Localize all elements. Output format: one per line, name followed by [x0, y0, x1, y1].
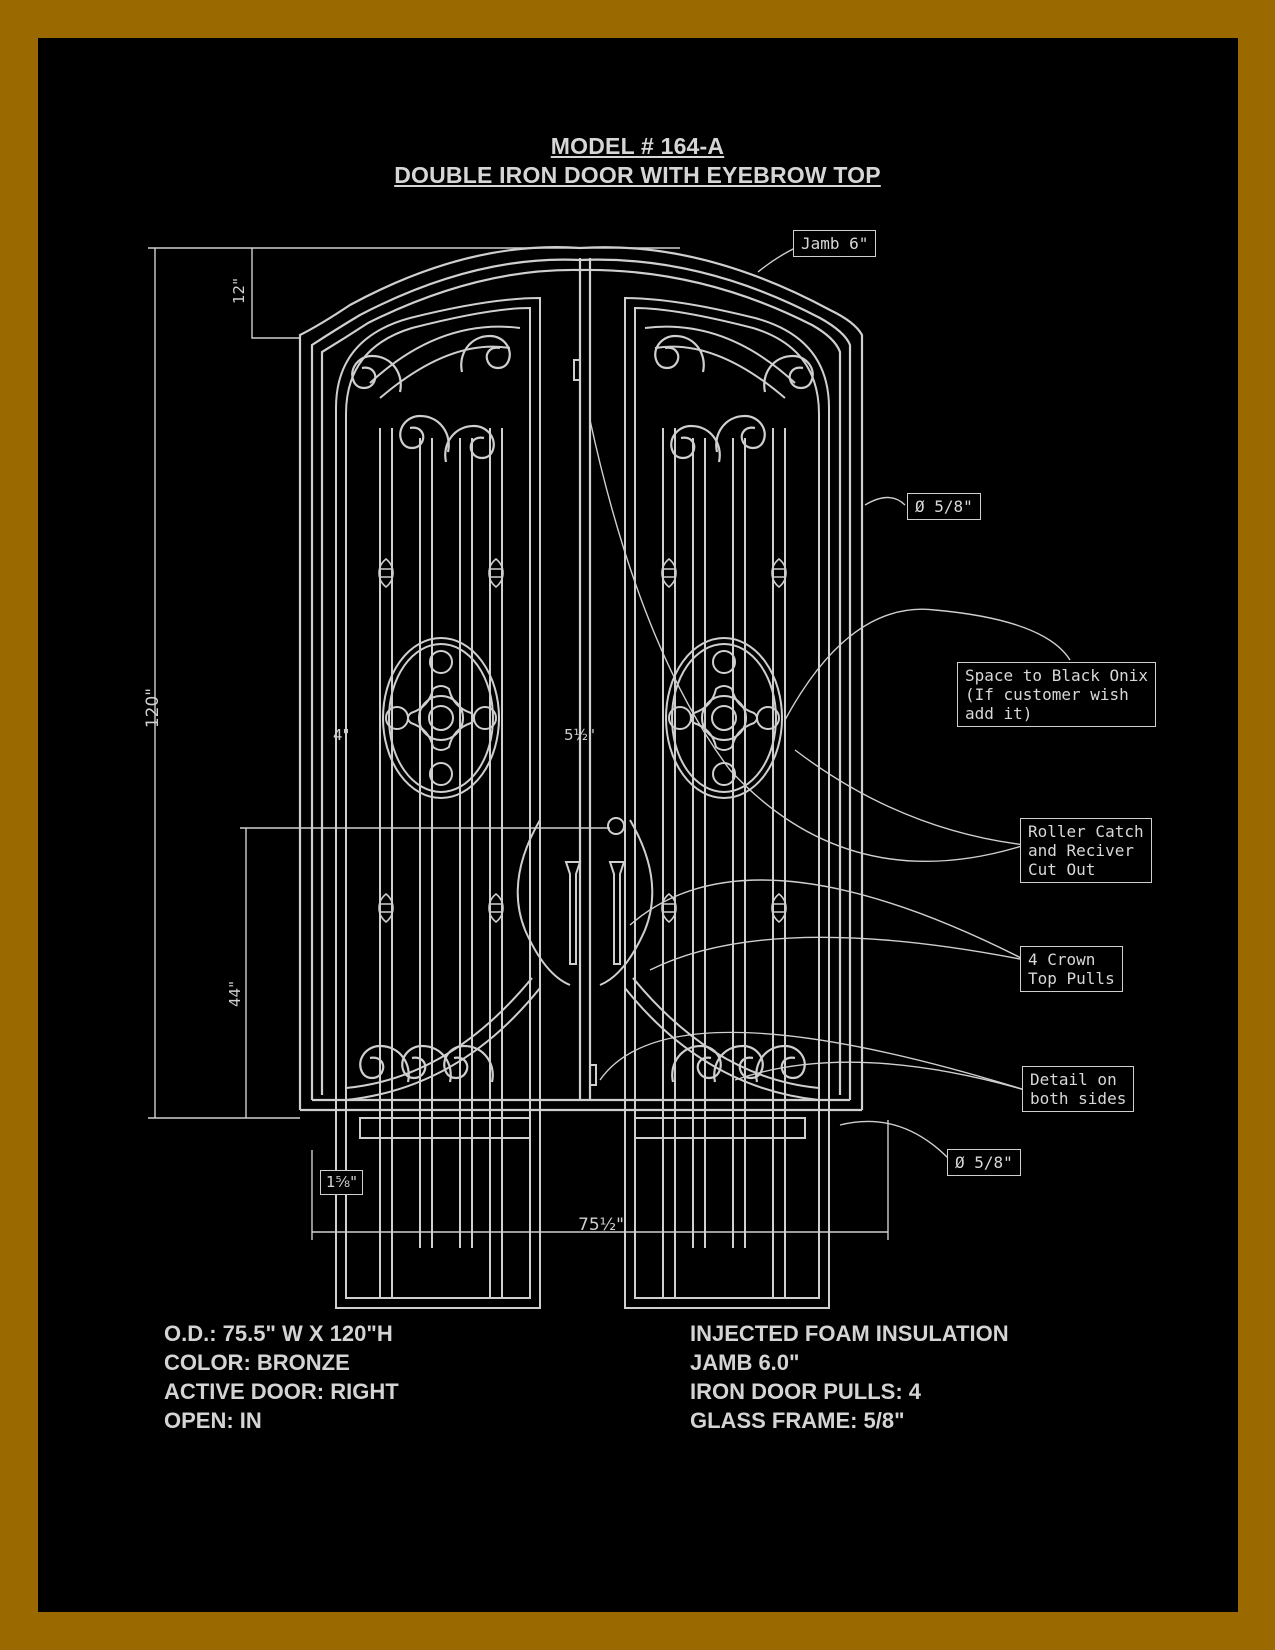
callout-bar-diameter-bottom: Ø 5/8"	[947, 1149, 1021, 1176]
spec-open: OPEN: IN	[164, 1408, 262, 1433]
callout-crown-pulls: 4 Crown Top Pulls	[1020, 946, 1123, 992]
spec-insulation: INJECTED FOAM INSULATION	[690, 1321, 1009, 1346]
specs-right: INJECTED FOAM INSULATION JAMB 6.0" IRON …	[690, 1319, 1009, 1435]
dim-arch-rise: 12"	[230, 278, 248, 304]
dim-center-frame: 5½"	[564, 726, 595, 744]
spec-color: COLOR: BRONZE	[164, 1350, 350, 1375]
spec-active-door: ACTIVE DOOR: RIGHT	[164, 1379, 399, 1404]
callout-black-onix: Space to Black Onix (If customer wish ad…	[957, 662, 1157, 727]
spec-jamb: JAMB 6.0"	[690, 1350, 800, 1375]
dim-handle-height: 44"	[226, 981, 244, 1007]
spec-glass-frame: GLASS FRAME: 5/8"	[690, 1408, 905, 1433]
dim-side-frame: 4"	[333, 726, 350, 744]
callout-roller-catch: Roller Catch and Reciver Cut Out	[1020, 818, 1152, 883]
dim-threshold: 1⅝"	[320, 1170, 363, 1195]
drawing-title: DOUBLE IRON DOOR WITH EYEBROW TOP	[394, 162, 881, 188]
dim-overall-height: 120"	[143, 687, 164, 729]
dim-overall-width: 75½"	[578, 1215, 624, 1235]
callout-jamb: Jamb 6"	[793, 230, 877, 257]
model-number: MODEL # 164-A	[550, 133, 725, 159]
spec-door-pulls: IRON DOOR PULLS: 4	[690, 1379, 922, 1404]
callout-bar-diameter-top: Ø 5/8"	[907, 493, 981, 520]
specs-left: O.D.: 75.5" W X 120"H COLOR: BRONZE ACTI…	[164, 1319, 399, 1435]
callout-detail-both-sides: Detail on both sides	[1022, 1066, 1135, 1112]
spec-outside-dimensions: O.D.: 75.5" W X 120"H	[164, 1321, 393, 1346]
